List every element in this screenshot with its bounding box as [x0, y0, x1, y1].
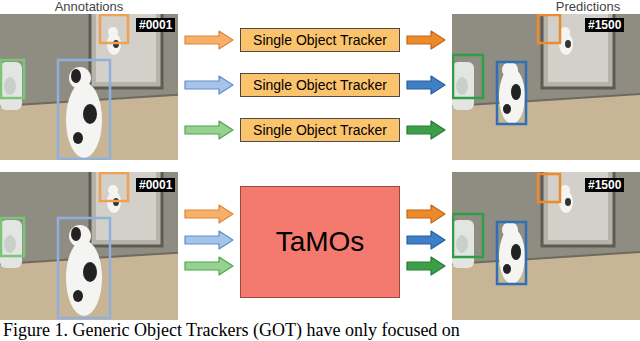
flow-arrow	[185, 121, 233, 139]
dog-spot	[503, 264, 511, 274]
flow-arrow	[185, 231, 233, 249]
annotation-box	[58, 60, 110, 159]
dog-spot	[511, 84, 521, 100]
prediction-box	[538, 174, 560, 202]
box-label: Single Object Tracker	[253, 122, 387, 138]
room-scene	[452, 170, 640, 320]
flow-arrow	[185, 257, 233, 275]
dog-spot	[83, 262, 97, 282]
dog-spot	[503, 104, 511, 114]
prediction-box	[453, 55, 483, 98]
frame-number: #0001	[136, 178, 175, 192]
flow-arrow	[407, 205, 445, 223]
room-scene	[452, 12, 640, 162]
prediction-box	[497, 222, 526, 284]
flow-arrow	[407, 231, 445, 249]
box-label: Single Object Tracker	[253, 32, 387, 48]
annotation-box	[58, 218, 110, 318]
frame-number: #0001	[136, 18, 175, 32]
dog-spot	[71, 69, 81, 83]
dog-head	[69, 225, 91, 247]
predicted-frame: #1500	[452, 172, 640, 320]
box-label: TaMOs	[276, 226, 365, 258]
flow-arrow	[407, 257, 445, 275]
figure-caption: Figure 1. Generic Object Trackers (GOT) …	[3, 321, 460, 340]
annotated-frame-image	[0, 12, 188, 162]
annotation-box	[100, 173, 128, 201]
dog-spot	[71, 227, 81, 241]
room-scene	[0, 12, 188, 162]
prediction-box	[538, 15, 560, 43]
process-box: Single Object Tracker	[240, 28, 400, 52]
frame-number: #1500	[585, 18, 624, 32]
flow-arrow	[185, 31, 233, 49]
dog-body	[66, 82, 102, 158]
box-label: Single Object Tracker	[253, 77, 387, 93]
frame-number: #1500	[585, 178, 624, 192]
dog-spot	[83, 104, 97, 124]
dog-head	[502, 222, 518, 238]
annotation-box	[1, 60, 24, 98]
flow-arrow	[185, 76, 233, 94]
annotation-box	[100, 15, 128, 43]
predicted-frame: Predictions #1500	[452, 0, 640, 160]
annotated-frame: Annotations #0001	[0, 0, 178, 160]
annotated-frame-image	[0, 170, 188, 320]
annotation-box	[1, 218, 24, 256]
process-box: Single Object Tracker	[240, 118, 400, 142]
prediction-box	[497, 62, 526, 124]
annotated-frame: #0001	[0, 172, 178, 320]
dog-spot	[73, 132, 83, 144]
dog-head	[502, 62, 518, 78]
room-scene	[0, 170, 188, 320]
dog-body	[66, 240, 102, 316]
dog-spot	[73, 290, 83, 302]
dog-head	[69, 67, 91, 89]
dog-spot	[511, 244, 521, 260]
predicted-frame-image	[452, 170, 640, 320]
process-box: TaMOs	[240, 186, 400, 298]
flow-arrow	[407, 121, 445, 139]
predicted-frame-image	[452, 12, 640, 162]
flow-arrow	[407, 76, 445, 94]
process-box: Single Object Tracker	[240, 73, 400, 97]
flow-arrow	[185, 205, 233, 223]
flow-arrow	[407, 31, 445, 49]
panel-heading: Annotations	[0, 0, 178, 14]
panel-heading: Predictions	[452, 0, 640, 14]
prediction-box	[453, 214, 483, 257]
